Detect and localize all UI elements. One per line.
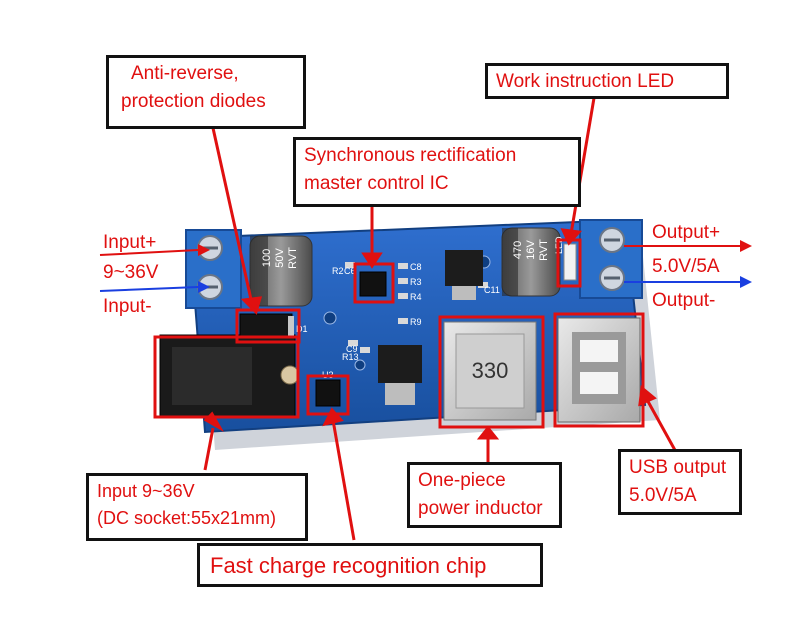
label-output-minus: Output-	[652, 290, 716, 311]
callout-inductor-line2: power inductor	[418, 498, 543, 519]
highlight-fast-charge	[306, 374, 350, 416]
arrowhead	[361, 252, 383, 269]
callout-work-led: Work instruction LED	[485, 63, 729, 99]
callout-anti-reverse-line1: Anti-reverse,	[131, 63, 239, 84]
callout-fast-charge: Fast charge recognition chip	[197, 543, 543, 587]
callout-usb: USB output 5.0V/5A	[618, 449, 742, 515]
cap-left-mark-2: 50V	[274, 248, 286, 268]
input-minus-wire	[99, 286, 199, 292]
dc-socket	[159, 334, 300, 418]
pointer-fast-charge	[331, 419, 356, 541]
cap-right-mark-1: 470	[512, 241, 524, 259]
callout-dc-input-line1: Input 9~36V	[97, 481, 195, 501]
pointer-usb	[643, 395, 678, 453]
input-terminal-block	[185, 229, 242, 309]
label-input-range: 9~36V	[103, 262, 159, 283]
protection-diode	[239, 313, 293, 339]
cap-left-mark-1: 100	[261, 249, 273, 267]
output-capacitor: 470 16V RVT	[501, 227, 561, 297]
arrowhead	[476, 425, 500, 440]
master-control-ic	[359, 271, 387, 297]
mount-hole	[354, 359, 366, 371]
arrowhead	[198, 244, 210, 256]
power-transistor	[445, 250, 483, 300]
highlight-boxes	[153, 238, 645, 429]
arrowhead	[322, 407, 344, 427]
arrowhead	[240, 296, 263, 315]
inductor-code: 330	[472, 358, 509, 383]
pointer-dc-socket	[203, 427, 215, 471]
power-transistor	[378, 345, 422, 405]
silk-c9: C9	[346, 344, 358, 354]
silk-d1: D1	[296, 324, 308, 334]
input-capacitor: 100 50V RVT	[249, 235, 313, 307]
callout-dc-input-line2: (DC socket:55x21mm)	[97, 508, 277, 528]
silk-c6: C6	[344, 266, 356, 276]
callout-sync-line2: master control IC	[304, 173, 449, 194]
label-input-minus: Input-	[103, 296, 152, 317]
arrowhead	[198, 281, 210, 293]
callout-usb-line2: 5.0V/5A	[629, 485, 697, 506]
silk-c8: C8	[410, 262, 422, 272]
usb-port	[557, 317, 641, 423]
highlight-dc-socket	[153, 335, 300, 419]
callout-anti-reverse-line2: protection diodes	[121, 91, 266, 112]
label-output-rating: 5.0V/5A	[652, 256, 720, 277]
cap-right-mark-3: RVT	[538, 239, 550, 261]
highlight-usb	[553, 312, 645, 428]
pointer-led	[569, 97, 596, 235]
callout-fast-charge-text: Fast charge recognition chip	[210, 553, 487, 578]
callout-sync-ic: Synchronous rectification master control…	[293, 137, 581, 207]
arrowhead	[203, 411, 225, 433]
highlight-inductor	[438, 315, 545, 429]
cap-right-mark-2: 16V	[525, 240, 537, 260]
arrowhead	[740, 240, 752, 252]
arrowhead	[740, 276, 752, 288]
silk-r3: R3	[410, 277, 422, 287]
callout-dc-input: Input 9~36V (DC socket:55x21mm)	[86, 473, 308, 541]
silk-c11: C11	[484, 285, 500, 295]
label-output-plus: Output+	[652, 222, 721, 243]
cap-left-mark-3: RVT	[287, 247, 299, 269]
silk-r13: R13	[342, 352, 359, 362]
callout-inductor: One-piece power inductor	[407, 462, 562, 528]
arrowhead	[638, 385, 657, 407]
silk-r9: R9	[410, 317, 422, 327]
silk-r2: R2	[332, 266, 344, 276]
callout-anti-reverse: Anti-reverse, protection diodes	[106, 55, 306, 129]
arrowhead	[560, 228, 583, 246]
fast-charge-chip	[315, 379, 341, 407]
work-led	[563, 243, 577, 281]
callout-inductor-line1: One-piece	[418, 470, 506, 491]
label-input-plus: Input+	[103, 232, 157, 253]
callout-usb-line1: USB output	[629, 457, 727, 478]
output-terminal-block	[579, 219, 643, 299]
callout-work-led-text: Work instruction LED	[496, 71, 675, 92]
highlight-diode	[235, 308, 301, 344]
pointer-diode	[211, 127, 254, 305]
callout-sync-line1: Synchronous rectification	[304, 145, 517, 166]
input-plus-wire	[99, 249, 199, 256]
silk-r4: R4	[410, 292, 422, 302]
power-inductor: 330	[443, 321, 537, 421]
mount-hole	[323, 311, 337, 325]
